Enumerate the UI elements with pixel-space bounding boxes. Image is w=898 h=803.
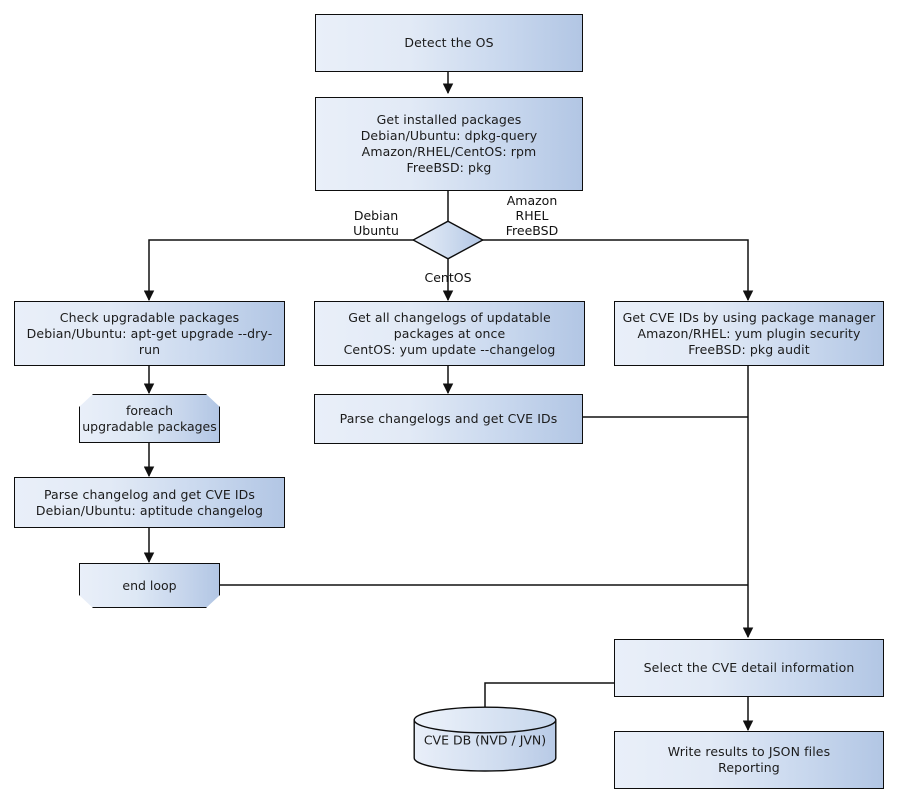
node-check-upgradable-packages-label: Check upgradable packages Debian/Ubuntu:… [26, 309, 273, 357]
node-get-installed-packages-label: Get installed packages Debian/Ubuntu: dp… [360, 112, 538, 175]
node-write-results-label: Write results to JSON files Reporting [667, 744, 831, 775]
node-get-cve-ids-package-manager[interactable]: Get CVE IDs by using package manager Ama… [614, 301, 884, 366]
node-parse-changelog-debian-label: Parse changelog and get CVE IDs Debian/U… [35, 486, 264, 518]
node-parse-changelog-debian[interactable]: Parse changelog and get CVE IDs Debian/U… [14, 477, 285, 528]
node-write-results[interactable]: Write results to JSON files Reporting [614, 731, 884, 789]
edge-label-debian-ubuntu: Debian Ubuntu [353, 208, 399, 238]
loop-end-shape [79, 563, 220, 608]
node-parse-changelogs-centos-label: Parse changelogs and get CVE IDs [339, 411, 558, 426]
database-cylinder-icon [413, 706, 557, 772]
edge-label-amazon-rhel-freebsd: Amazon RHEL FreeBSD [505, 193, 559, 238]
node-end-loop-label: end loop [122, 577, 177, 593]
decision-diamond-icon [411, 220, 485, 260]
node-detect-os[interactable]: Detect the OS [315, 14, 583, 72]
node-select-cve-detail[interactable]: Select the CVE detail information [614, 639, 884, 697]
node-get-installed-packages[interactable]: Get installed packages Debian/Ubuntu: dp… [315, 97, 583, 191]
node-check-upgradable-packages[interactable]: Check upgradable packages Debian/Ubuntu:… [14, 301, 285, 366]
node-end-loop[interactable]: end loop [79, 563, 220, 608]
node-cve-db-label: CVE DB (NVD / JVN) [423, 732, 547, 748]
node-foreach-loop-label: foreach upgradable packages [82, 402, 217, 434]
node-get-all-changelogs-label: Get all changelogs of updatable packages… [343, 309, 556, 357]
edge-decision-to-check-upgradable [143, 239, 414, 302]
node-os-decision[interactable] [411, 220, 485, 260]
node-get-all-changelogs[interactable]: Get all changelogs of updatable packages… [314, 301, 585, 366]
node-select-cve-detail-label: Select the CVE detail information [643, 660, 855, 675]
edge-label-centos: CentOS [424, 270, 472, 285]
node-detect-os-label: Detect the OS [404, 35, 494, 50]
loop-start-shape [79, 394, 220, 443]
node-foreach-loop[interactable]: foreach upgradable packages [79, 394, 220, 443]
node-parse-changelogs-centos[interactable]: Parse changelogs and get CVE IDs [314, 394, 583, 444]
node-get-cve-ids-package-manager-label: Get CVE IDs by using package manager Ama… [622, 309, 876, 357]
node-cve-db[interactable]: CVE DB (NVD / JVN) [413, 706, 557, 772]
edge-select-to-cvedb [484, 682, 615, 708]
edge-decision-to-cve-pkgmgr [482, 239, 754, 302]
